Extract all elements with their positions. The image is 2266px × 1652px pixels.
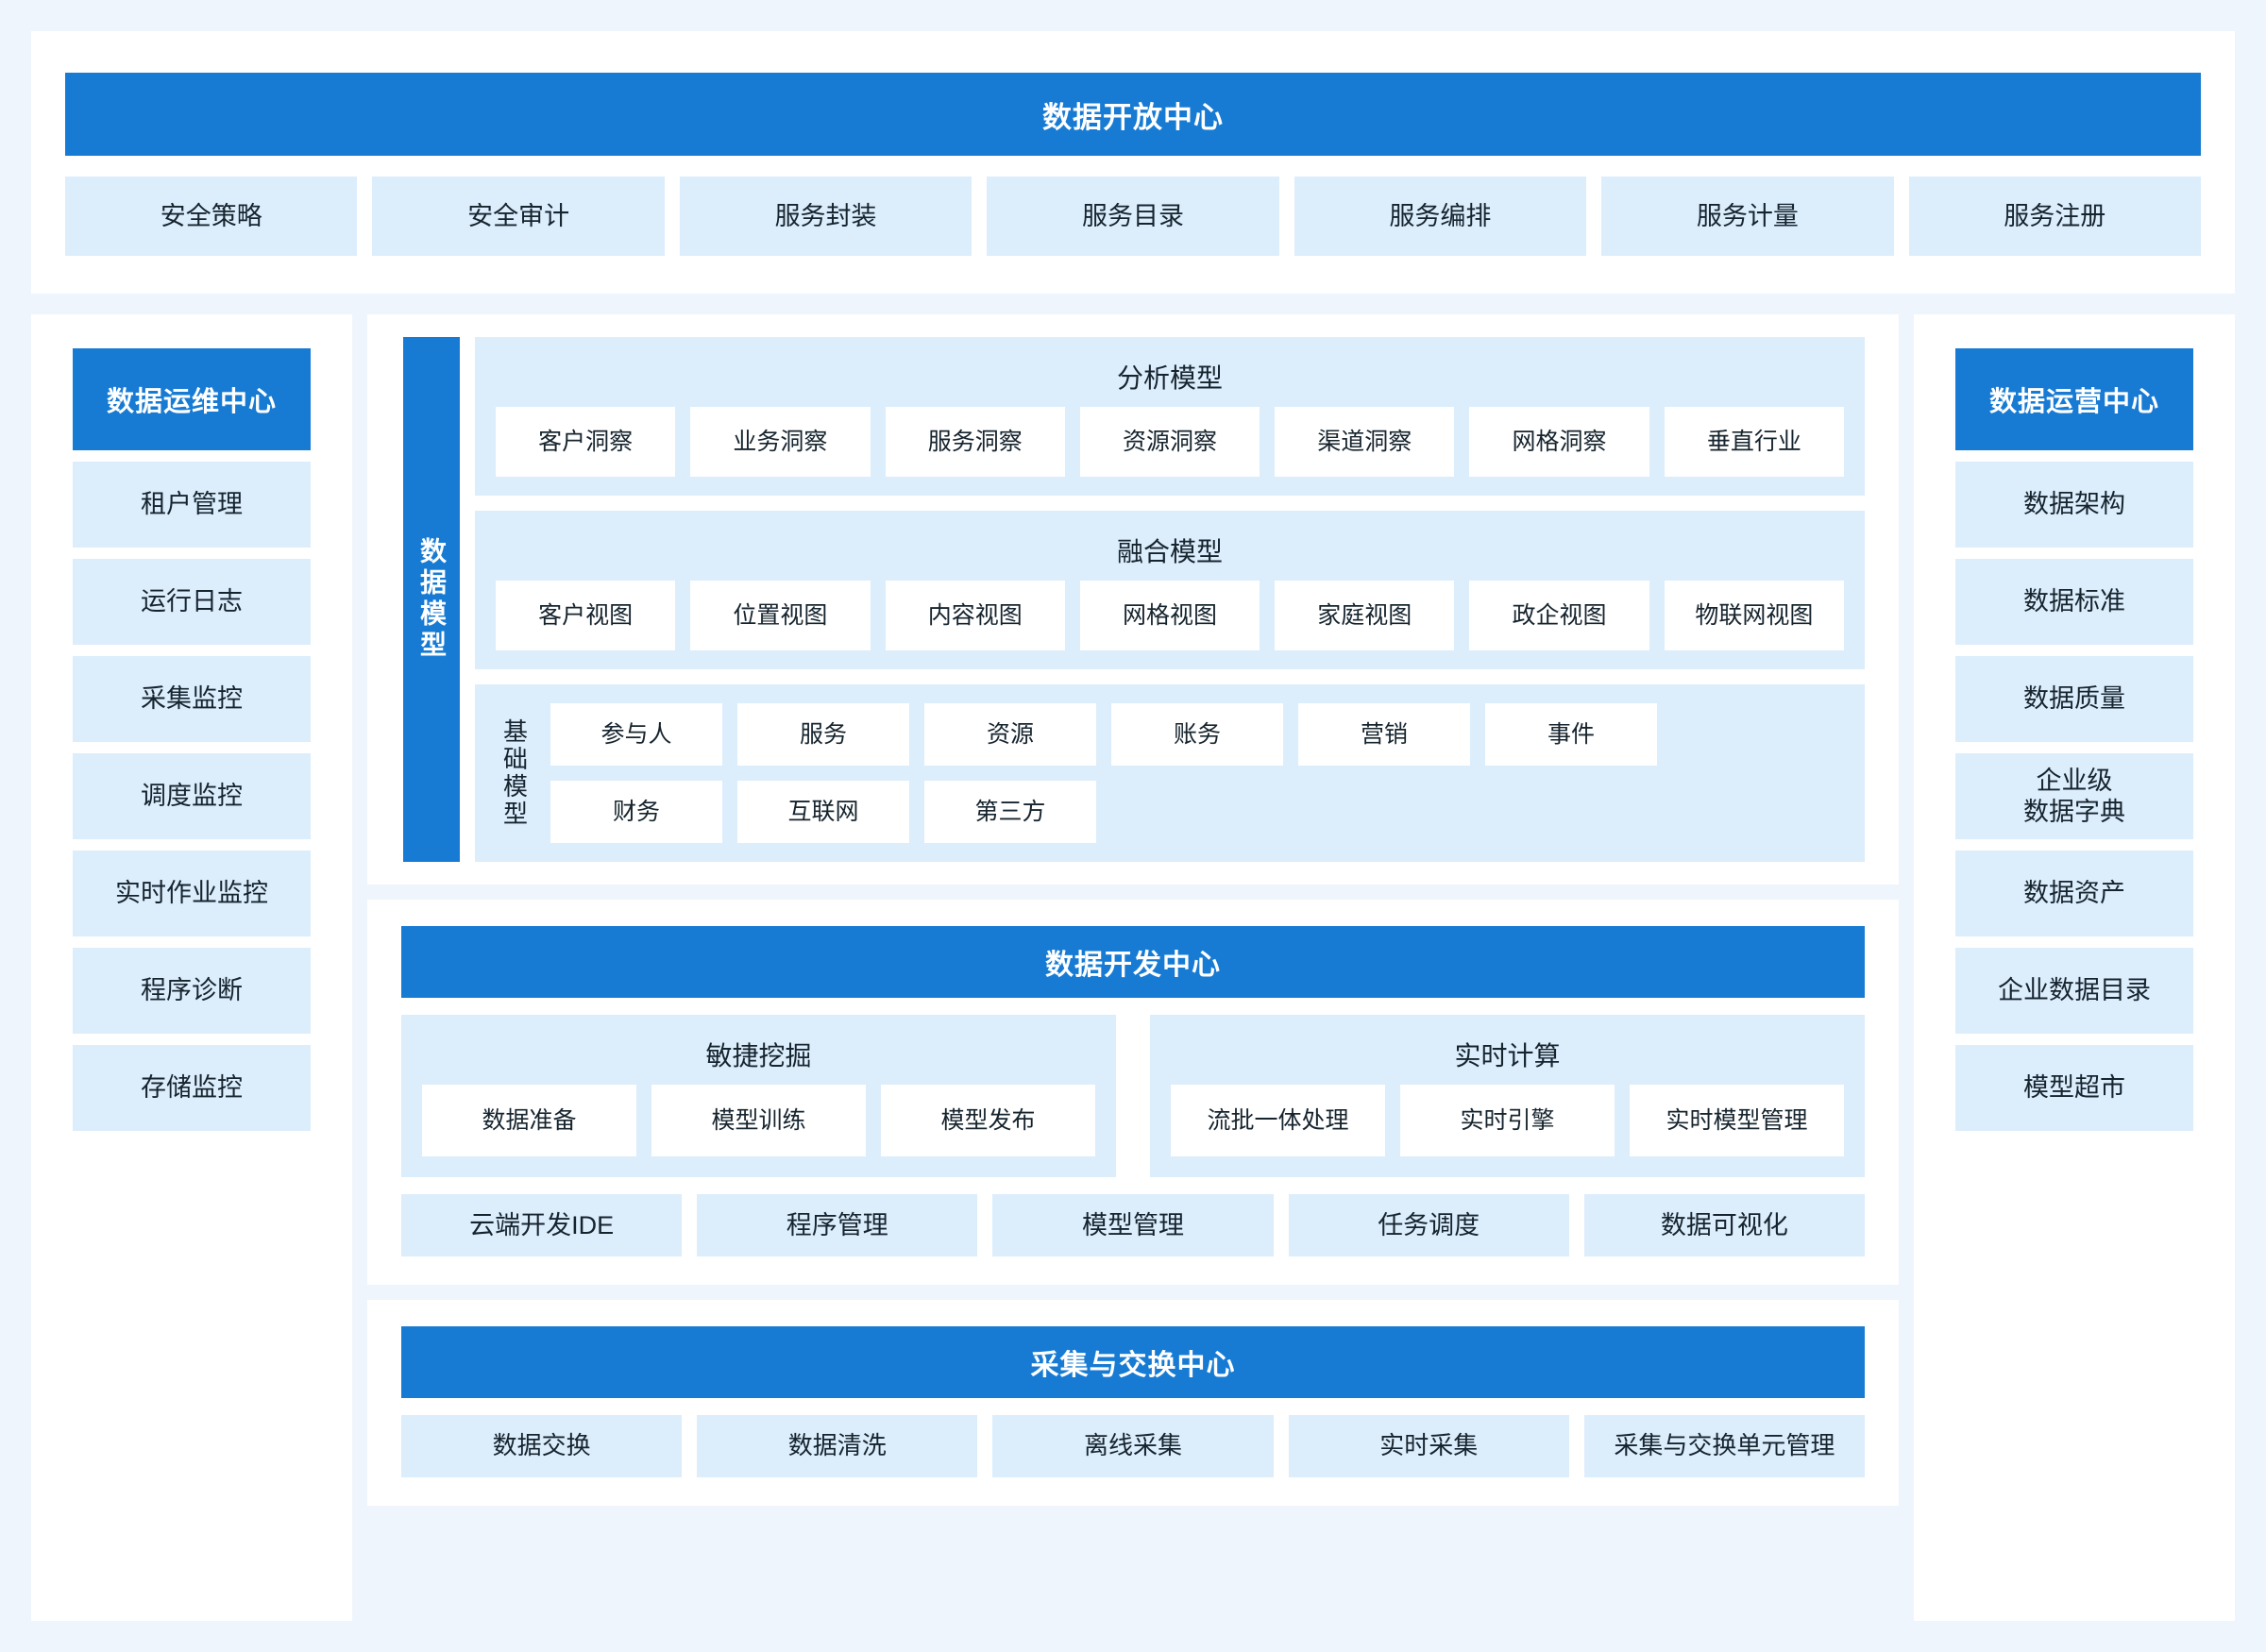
fusion-model-cell[interactable]: 物联网视图	[1664, 581, 1844, 650]
base-model-cell[interactable]: 财务	[550, 781, 722, 843]
realtime-compute-cell[interactable]: 实时引擎	[1400, 1085, 1615, 1156]
base-model-vertical-label: 基础模型	[499, 718, 529, 828]
agile-mining-cell[interactable]: 模型训练	[651, 1085, 866, 1156]
fusion-model-cell[interactable]: 位置视图	[690, 581, 871, 650]
analysis-model-group: 分析模型 客户洞察 业务洞察 服务洞察 资源洞察 渠道洞察 网格洞察 垂直行业	[475, 337, 1865, 496]
realtime-compute-title: 实时计算	[1454, 1041, 1561, 1070]
sidebar-item-realtime-job-monitor[interactable]: 实时作业监控	[73, 851, 311, 936]
base-model-cell-spacer	[1672, 703, 1844, 766]
acq-item-data-exchange[interactable]: 数据交换	[401, 1415, 683, 1477]
fusion-model-cell[interactable]: 客户视图	[496, 581, 676, 650]
body-row: 数据运维中心 租户管理 运行日志 采集监控 调度监控 实时作业监控 程序诊断 存…	[31, 314, 2235, 1621]
data-model-vertical-label: 数据模型	[403, 337, 460, 862]
agile-mining-group: 敏捷挖掘 数据准备 模型训练 模型发布	[401, 1015, 1116, 1177]
analysis-model-cell[interactable]: 客户洞察	[496, 407, 676, 477]
acq-item-unit-management[interactable]: 采集与交换单元管理	[1583, 1415, 1865, 1477]
sidebar-item-tenant-management[interactable]: 租户管理	[73, 462, 311, 548]
dev-center-panel: 数据开发中心 敏捷挖掘 数据准备 模型训练 模型发布 实时计算 流批一体处理	[367, 900, 1899, 1285]
realtime-compute-cells: 流批一体处理 实时引擎 实时模型管理	[1171, 1085, 1844, 1156]
agile-mining-cells: 数据准备 模型训练 模型发布	[422, 1085, 1095, 1156]
open-center-item-list: 安全策略 安全审计 服务封装 服务目录 服务编排 服务计量 服务注册	[65, 177, 2201, 256]
fusion-model-cell[interactable]: 家庭视图	[1275, 581, 1455, 650]
sidebar-item-data-quality[interactable]: 数据质量	[1955, 656, 2193, 742]
dev-center-item-task-scheduling[interactable]: 任务调度	[1288, 1194, 1569, 1256]
fusion-model-cells: 客户视图 位置视图 内容视图 网格视图 家庭视图 政企视图 物联网视图	[496, 581, 1844, 650]
base-model-cell[interactable]: 参与人	[550, 703, 722, 766]
ops-center-item-list: 租户管理 运行日志 采集监控 调度监控 实时作业监控 程序诊断 存储监控	[73, 462, 311, 1131]
sidebar-item-data-architecture[interactable]: 数据架构	[1955, 462, 2193, 548]
base-model-group: 基础模型 参与人 服务 资源 账务 营销 事件 财务 互联网 第三方	[475, 684, 1865, 862]
sidebar-item-model-market[interactable]: 模型超市	[1955, 1045, 2193, 1131]
analysis-model-title: 分析模型	[1116, 363, 1223, 393]
base-model-cell[interactable]: 事件	[1485, 703, 1657, 766]
dev-center-subgroups: 敏捷挖掘 数据准备 模型训练 模型发布 实时计算 流批一体处理 实时引擎 实时模…	[401, 1015, 1865, 1177]
sidebar-item-data-standard[interactable]: 数据标准	[1955, 559, 2193, 645]
base-model-cell[interactable]: 资源	[924, 703, 1096, 766]
ops-center-panel: 数据运维中心 租户管理 运行日志 采集监控 调度监控 实时作业监控 程序诊断 存…	[31, 314, 352, 1621]
fusion-model-cell[interactable]: 网格视图	[1079, 581, 1260, 650]
sidebar-item-run-log[interactable]: 运行日志	[73, 559, 311, 645]
operation-center-item-list: 数据架构 数据标准 数据质量 企业级 数据字典 数据资产 企业数据目录 模型超市	[1955, 462, 2193, 1131]
dev-center-item-cloud-ide[interactable]: 云端开发IDE	[401, 1194, 683, 1256]
realtime-compute-cell[interactable]: 实时模型管理	[1630, 1085, 1844, 1156]
dev-center-bottom-items: 云端开发IDE 程序管理 模型管理 任务调度 数据可视化	[401, 1194, 1865, 1256]
sidebar-item-program-diagnosis[interactable]: 程序诊断	[73, 948, 311, 1034]
dev-center-item-model-management[interactable]: 模型管理	[992, 1194, 1274, 1256]
operation-center-panel: 数据运营中心 数据架构 数据标准 数据质量 企业级 数据字典 数据资产 企业数据…	[1914, 314, 2235, 1621]
analysis-model-cell[interactable]: 网格洞察	[1469, 407, 1649, 477]
agile-mining-cell[interactable]: 数据准备	[422, 1085, 636, 1156]
base-model-cells: 参与人 服务 资源 账务 营销 事件 财务 互联网 第三方	[550, 703, 1844, 843]
open-center-item[interactable]: 安全策略	[65, 177, 358, 256]
acquisition-center-title: 采集与交换中心	[401, 1326, 1865, 1398]
sidebar-item-enterprise-data-dictionary[interactable]: 企业级 数据字典	[1955, 753, 2193, 839]
sidebar-item-data-asset[interactable]: 数据资产	[1955, 851, 2193, 936]
open-center-item[interactable]: 服务封装	[679, 177, 972, 256]
base-model-cell[interactable]: 营销	[1298, 703, 1470, 766]
open-center-title: 数据开放中心	[65, 73, 2201, 156]
sidebar-item-schedule-monitor[interactable]: 调度监控	[73, 753, 311, 839]
base-model-cell[interactable]: 账务	[1111, 703, 1283, 766]
sidebar-item-collection-monitor[interactable]: 采集监控	[73, 656, 311, 742]
data-model-groups: 分析模型 客户洞察 业务洞察 服务洞察 资源洞察 渠道洞察 网格洞察 垂直行业	[475, 337, 1865, 862]
ops-center-title: 数据运维中心	[73, 348, 311, 450]
dev-center-item-program-management[interactable]: 程序管理	[697, 1194, 978, 1256]
fusion-model-group: 融合模型 客户视图 位置视图 内容视图 网格视图 家庭视图 政企视图 物联网视图	[475, 511, 1865, 669]
fusion-model-title: 融合模型	[1116, 537, 1223, 566]
sidebar-item-storage-monitor[interactable]: 存储监控	[73, 1045, 311, 1131]
acquisition-center-panel: 采集与交换中心 数据交换 数据清洗 离线采集 实时采集 采集与交换单元管理	[367, 1300, 1899, 1506]
acq-item-offline-collection[interactable]: 离线采集	[992, 1415, 1274, 1477]
agile-mining-cell[interactable]: 模型发布	[881, 1085, 1095, 1156]
acq-item-data-cleaning[interactable]: 数据清洗	[697, 1415, 978, 1477]
analysis-model-cell[interactable]: 渠道洞察	[1275, 407, 1455, 477]
dev-center-title: 数据开发中心	[401, 926, 1865, 998]
sidebar-item-enterprise-data-catalog[interactable]: 企业数据目录	[1955, 948, 2193, 1034]
analysis-model-cell[interactable]: 服务洞察	[885, 407, 1065, 477]
acquisition-center-item-list: 数据交换 数据清洗 离线采集 实时采集 采集与交换单元管理	[401, 1415, 1865, 1477]
operation-center-title: 数据运营中心	[1955, 348, 2193, 450]
open-center-item[interactable]: 服务目录	[987, 177, 1279, 256]
realtime-compute-cell[interactable]: 流批一体处理	[1171, 1085, 1385, 1156]
base-model-cell[interactable]: 第三方	[924, 781, 1096, 843]
fusion-model-cell[interactable]: 政企视图	[1469, 581, 1649, 650]
open-center-panel: 数据开放中心 安全策略 安全审计 服务封装 服务目录 服务编排 服务计量 服务注…	[31, 31, 2235, 294]
analysis-model-cell[interactable]: 业务洞察	[690, 407, 871, 477]
base-model-cell[interactable]: 服务	[737, 703, 909, 766]
base-model-cell[interactable]: 互联网	[737, 781, 909, 843]
dev-center-item-data-visualization[interactable]: 数据可视化	[1583, 1194, 1865, 1256]
open-center-item[interactable]: 服务编排	[1294, 177, 1587, 256]
analysis-model-cells: 客户洞察 业务洞察 服务洞察 资源洞察 渠道洞察 网格洞察 垂直行业	[496, 407, 1844, 477]
data-model-panel: 数据模型 分析模型 客户洞察 业务洞察 服务洞察 资源洞察 渠道洞察 网格洞察 …	[367, 314, 1899, 885]
analysis-model-cell[interactable]: 垂直行业	[1664, 407, 1844, 477]
center-column: 数据模型 分析模型 客户洞察 业务洞察 服务洞察 资源洞察 渠道洞察 网格洞察 …	[367, 314, 1899, 1621]
open-center-item[interactable]: 服务注册	[1908, 177, 2201, 256]
acq-item-realtime-collection[interactable]: 实时采集	[1288, 1415, 1569, 1477]
open-center-item[interactable]: 服务计量	[1601, 177, 1894, 256]
agile-mining-title: 敏捷挖掘	[705, 1041, 812, 1070]
open-center-item[interactable]: 安全审计	[372, 177, 665, 256]
analysis-model-cell[interactable]: 资源洞察	[1079, 407, 1260, 477]
fusion-model-cell[interactable]: 内容视图	[885, 581, 1065, 650]
realtime-compute-group: 实时计算 流批一体处理 实时引擎 实时模型管理	[1150, 1015, 1865, 1177]
